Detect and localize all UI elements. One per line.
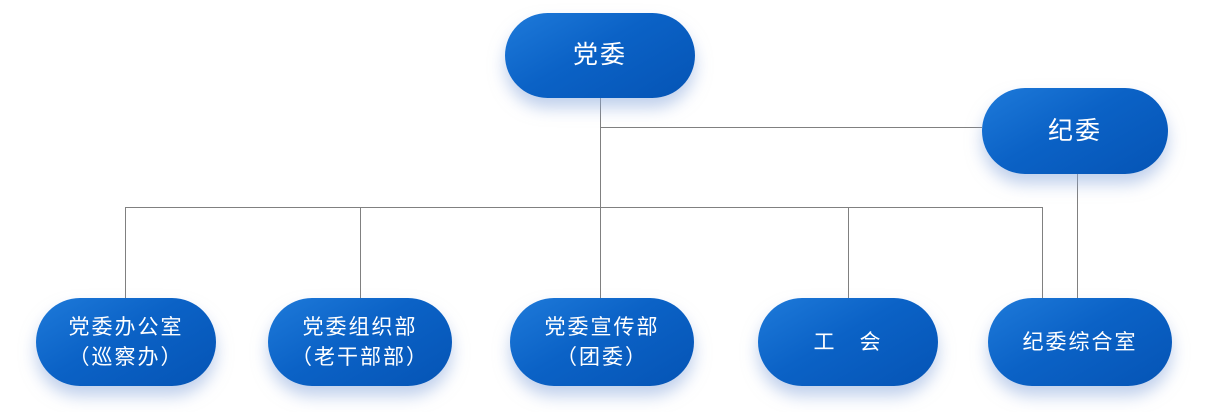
node-jiwei-office: 纪委综合室	[988, 298, 1172, 386]
node-union-label: 工 会	[813, 329, 883, 354]
connector-drop-dangwei-office	[125, 207, 126, 298]
node-propaganda-dept-line2: （团委）	[556, 345, 648, 369]
node-propaganda-dept: 党委宣传部 （团委）	[510, 298, 694, 386]
connector-dangwei-to-jiwei	[600, 127, 982, 128]
node-propaganda-dept-line1: 党委宣传部	[544, 314, 660, 339]
node-dangwei: 党委	[505, 13, 695, 98]
node-org-dept-line1: 党委组织部	[302, 314, 418, 339]
connector-drop-org-dept	[360, 207, 361, 298]
node-dangwei-office-line2: （巡察办）	[68, 345, 184, 369]
connector-drop-jiwei-office	[1042, 207, 1043, 298]
node-dangwei-office-line1: 党委办公室	[68, 314, 184, 339]
node-jiwei-office-label: 纪委综合室	[1022, 329, 1138, 354]
node-org-dept: 党委组织部 （老干部部）	[268, 298, 452, 386]
connector-drop-union	[848, 207, 849, 298]
node-jiwei-label: 纪委	[1047, 115, 1102, 145]
connector-row-horizontal	[125, 207, 1043, 208]
node-union: 工 会	[758, 298, 938, 386]
node-org-dept-line2: （老干部部）	[291, 345, 429, 369]
node-jiwei: 纪委	[982, 88, 1168, 174]
connector-dangwei-to-row	[600, 98, 601, 298]
node-dangwei-office: 党委办公室 （巡察办）	[36, 298, 216, 386]
connector-jiwei-to-jiwei-office	[1077, 174, 1078, 298]
node-dangwei-label: 党委	[572, 40, 627, 70]
